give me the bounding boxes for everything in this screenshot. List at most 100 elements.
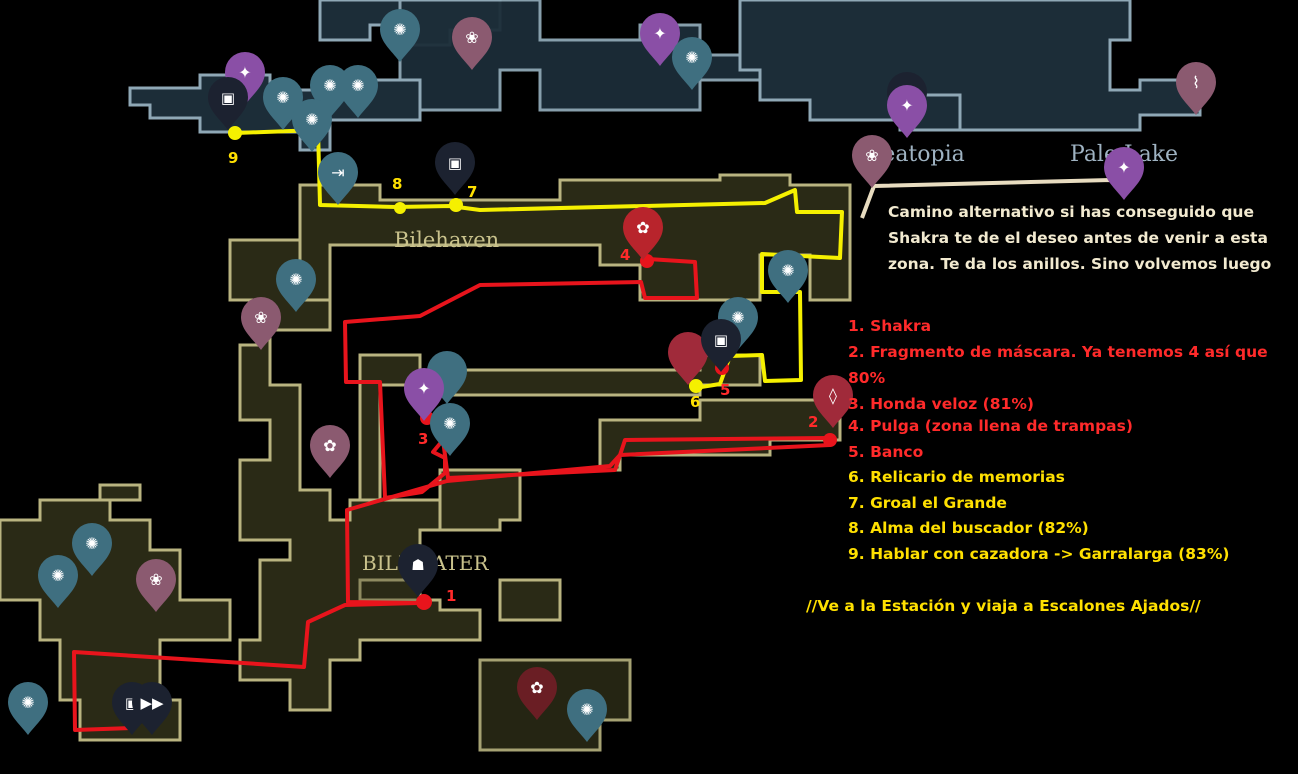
svg-text:✺: ✺: [781, 261, 794, 280]
svg-text:✺: ✺: [580, 700, 593, 719]
svg-text:✺: ✺: [21, 693, 34, 712]
point-6: [689, 379, 703, 393]
bilewater-region: [0, 173, 852, 752]
npc-icon[interactable]: ✿: [310, 425, 350, 478]
svg-text:✺: ✺: [85, 534, 98, 553]
legend-item: 8. Alma del buscador (82%): [848, 519, 1089, 537]
svg-text:✺: ✺: [351, 76, 364, 95]
legend-item: 6. Relicario de memorias: [848, 468, 1065, 486]
fast-travel-icon[interactable]: ▶▶: [132, 682, 172, 735]
svg-text:☗: ☗: [411, 556, 424, 574]
shakra-icon[interactable]: ☗: [398, 544, 438, 597]
svg-text:✺: ✺: [289, 270, 302, 289]
bench-icon[interactable]: ✦: [225, 52, 265, 105]
svg-text:❀: ❀: [465, 28, 478, 47]
shell-icon[interactable]: ✺: [380, 9, 420, 62]
svg-text:✺: ✺: [731, 308, 744, 327]
alternative-route-note: Camino alternativo si has conseguido que…: [888, 203, 1272, 273]
legend-item: 80%: [848, 369, 886, 387]
point-8: [394, 202, 406, 214]
lever-icon[interactable]: ⇥: [318, 152, 358, 205]
shell-icon[interactable]: ✺: [263, 77, 303, 130]
route-number-5: 5: [720, 381, 731, 399]
svg-text:▣: ▣: [221, 89, 235, 107]
svg-text:✦: ✦: [1117, 158, 1130, 177]
route-number-2: 2: [808, 413, 819, 431]
shell-icon[interactable]: ✺: [72, 523, 112, 576]
bench-icon[interactable]: ▣: [435, 142, 475, 195]
shell-icon[interactable]: ✺: [430, 403, 470, 456]
point-1: [416, 594, 432, 610]
rosary-icon[interactable]: ❀: [452, 17, 492, 70]
shell-icon[interactable]: ✺: [310, 65, 350, 118]
shell-icon[interactable]: ✺: [768, 250, 808, 303]
legend-item: 4. Pulga (zona llena de trampas): [848, 417, 1133, 435]
shell-icon[interactable]: ✺: [567, 689, 607, 742]
svg-text:✺: ✺: [323, 76, 336, 95]
shell-icon[interactable]: ✺: [292, 99, 332, 152]
svg-text:✦: ✦: [417, 379, 430, 398]
shell-icon[interactable]: ✺: [38, 555, 78, 608]
point-7: [449, 198, 463, 212]
red-route-path: [72, 257, 832, 732]
svg-text:✺: ✺: [276, 88, 289, 107]
area-label-bilehaven: Bilehaven: [394, 228, 499, 252]
flea-icon[interactable]: ✿: [623, 207, 663, 260]
route-number-1: 1: [446, 587, 457, 605]
svg-text:✺: ✺: [443, 414, 456, 433]
sparkle-icon[interactable]: ✦: [887, 85, 927, 138]
shell-icon[interactable]: ✺: [672, 37, 712, 90]
legend-item: 3. Honda veloz (81%): [848, 395, 1034, 413]
svg-text:✿: ✿: [530, 678, 543, 697]
route-number-4: 4: [620, 246, 631, 264]
point-9: [228, 126, 242, 140]
route-number-7: 7: [467, 183, 478, 201]
route-number-8: 8: [392, 175, 403, 193]
svg-text:⇥: ⇥: [331, 163, 344, 182]
svg-text:✺: ✺: [305, 110, 318, 129]
mask-shard-icon[interactable]: ◊: [813, 375, 853, 428]
rosary-icon[interactable]: ❀: [852, 135, 892, 188]
legend-item: 1. Shakra: [848, 317, 932, 335]
svg-text:▣: ▣: [714, 331, 728, 349]
svg-text:⌇: ⌇: [1192, 73, 1200, 92]
route-number-9: 9: [228, 149, 239, 167]
legend-item: 9. Hablar con cazadora -> Garralarga (83…: [848, 545, 1230, 563]
svg-text:✦: ✦: [900, 96, 913, 115]
sparkle-icon[interactable]: ✦: [1104, 147, 1144, 200]
svg-text:✿: ✿: [323, 436, 336, 455]
svg-text:✦: ✦: [238, 63, 251, 82]
rosary-icon[interactable]: ❀: [136, 559, 176, 612]
svg-text:❀: ❀: [865, 146, 878, 165]
svg-text:✺: ✺: [51, 566, 64, 585]
legend-item: 2. Fragmento de máscara. Ya tenemos 4 as…: [848, 343, 1268, 361]
footer-instruction: //Ve a la Estación y viaja a Escalones A…: [806, 597, 1201, 615]
bench-icon[interactable]: ▣: [208, 77, 248, 130]
shell-icon[interactable]: ✺: [276, 259, 316, 312]
svg-text:❀: ❀: [254, 308, 267, 327]
legend-item: 7. Groal el Grande: [848, 494, 1007, 512]
legend-item: 5. Banco: [848, 443, 924, 461]
svg-text:▣: ▣: [448, 154, 462, 172]
shell-icon[interactable]: ✺: [718, 297, 758, 350]
shell-icon[interactable]: ✺: [338, 65, 378, 118]
sparkle-icon[interactable]: ✦: [640, 13, 680, 66]
sparkle-icon[interactable]: ✦: [404, 368, 444, 421]
svg-text:✺: ✺: [393, 20, 406, 39]
bench-icon[interactable]: ▣: [701, 319, 741, 372]
svg-text:✿: ✿: [636, 218, 649, 237]
map-pins: ✦ ▣ ✺ ❀ ✦ ✺ ✺ ✺ ✺ ✺ ▣ ✦ ⌇ ❀ ✦ ⇥ ▣ ✿ ✺ ✺ …: [8, 9, 1216, 742]
svg-text:✺: ✺: [685, 48, 698, 67]
flea-icon[interactable]: ✿: [517, 667, 557, 720]
svg-text:▶▶: ▶▶: [140, 694, 164, 712]
route-number-6: 6: [690, 393, 701, 411]
svg-text:✦: ✦: [653, 24, 666, 43]
shell-icon[interactable]: ✺: [8, 682, 48, 735]
rosary-icon[interactable]: ❀: [241, 297, 281, 350]
svg-text:❀: ❀: [149, 570, 162, 589]
svg-text:◊: ◊: [829, 386, 837, 405]
route-number-3: 3: [418, 430, 429, 448]
vendor-icon[interactable]: ⌇: [1176, 62, 1216, 115]
point-2: [823, 433, 837, 447]
